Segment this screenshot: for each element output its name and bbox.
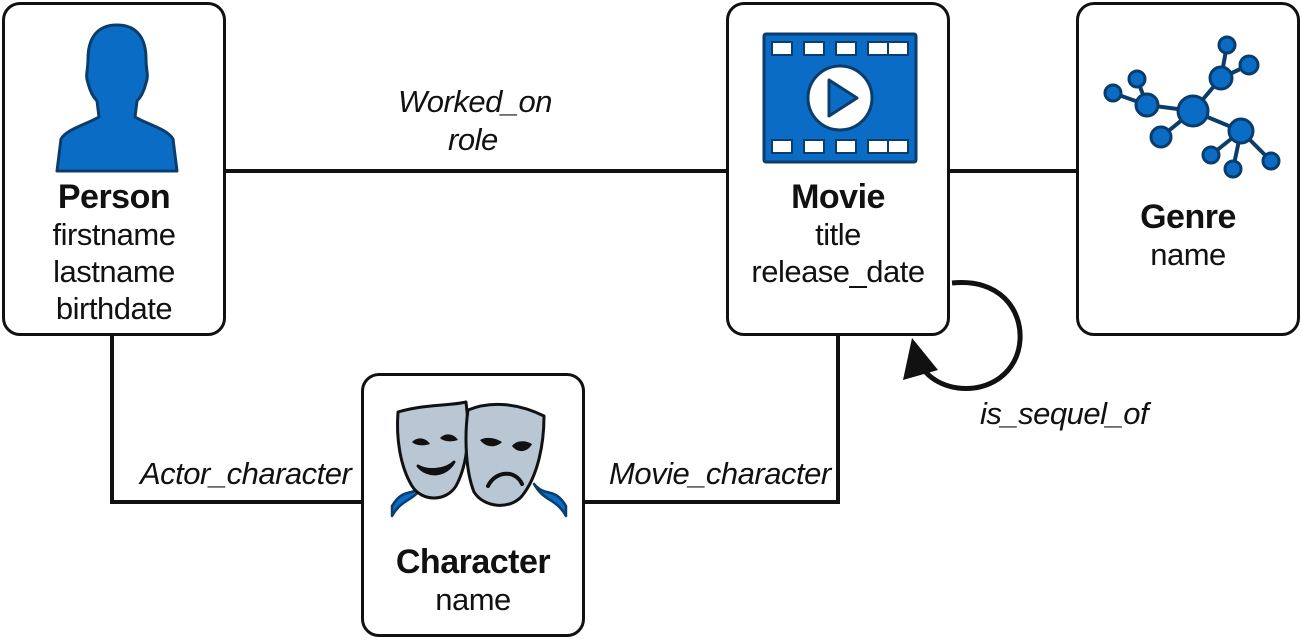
is-sequel-of-arrowhead [903, 338, 938, 380]
genre-title: Genre [1140, 198, 1236, 236]
movie-title: Movie [791, 178, 885, 216]
person-attr-firstname: firstname [52, 217, 176, 252]
genre-attr-name: name [1150, 237, 1226, 272]
theater-masks-icon [390, 400, 568, 518]
film-icon [762, 32, 918, 164]
person-icon [55, 23, 179, 173]
character-entity[interactable]: Character name [361, 373, 585, 637]
movie-attr-release-date: release_date [751, 254, 925, 289]
actor-character-label: Actor_character [140, 456, 352, 491]
movie-entity[interactable]: Movie title release_date [726, 2, 950, 336]
movie-attr-title: title [815, 217, 861, 252]
person-title: Person [57, 178, 171, 216]
network-icon [1103, 35, 1281, 179]
character-title: Character [395, 543, 551, 581]
person-attr-birthdate: birthdate [55, 291, 173, 326]
worked-on-label: Worked_on [398, 84, 553, 119]
worked-on-role-label: role [448, 122, 498, 157]
character-attr-name: name [435, 582, 511, 617]
movie-character-label: Movie_character [609, 456, 831, 491]
is-sequel-of-label: is_sequel_of [980, 396, 1149, 431]
person-entity[interactable]: Person firstname lastname birthdate [2, 2, 226, 336]
person-attr-lastname: lastname [53, 254, 175, 289]
is-sequel-of-edge [922, 280, 1023, 391]
movie-character-edge [585, 335, 840, 504]
genre-entity[interactable]: Genre name [1076, 2, 1300, 336]
actor-character-edge [110, 335, 363, 504]
